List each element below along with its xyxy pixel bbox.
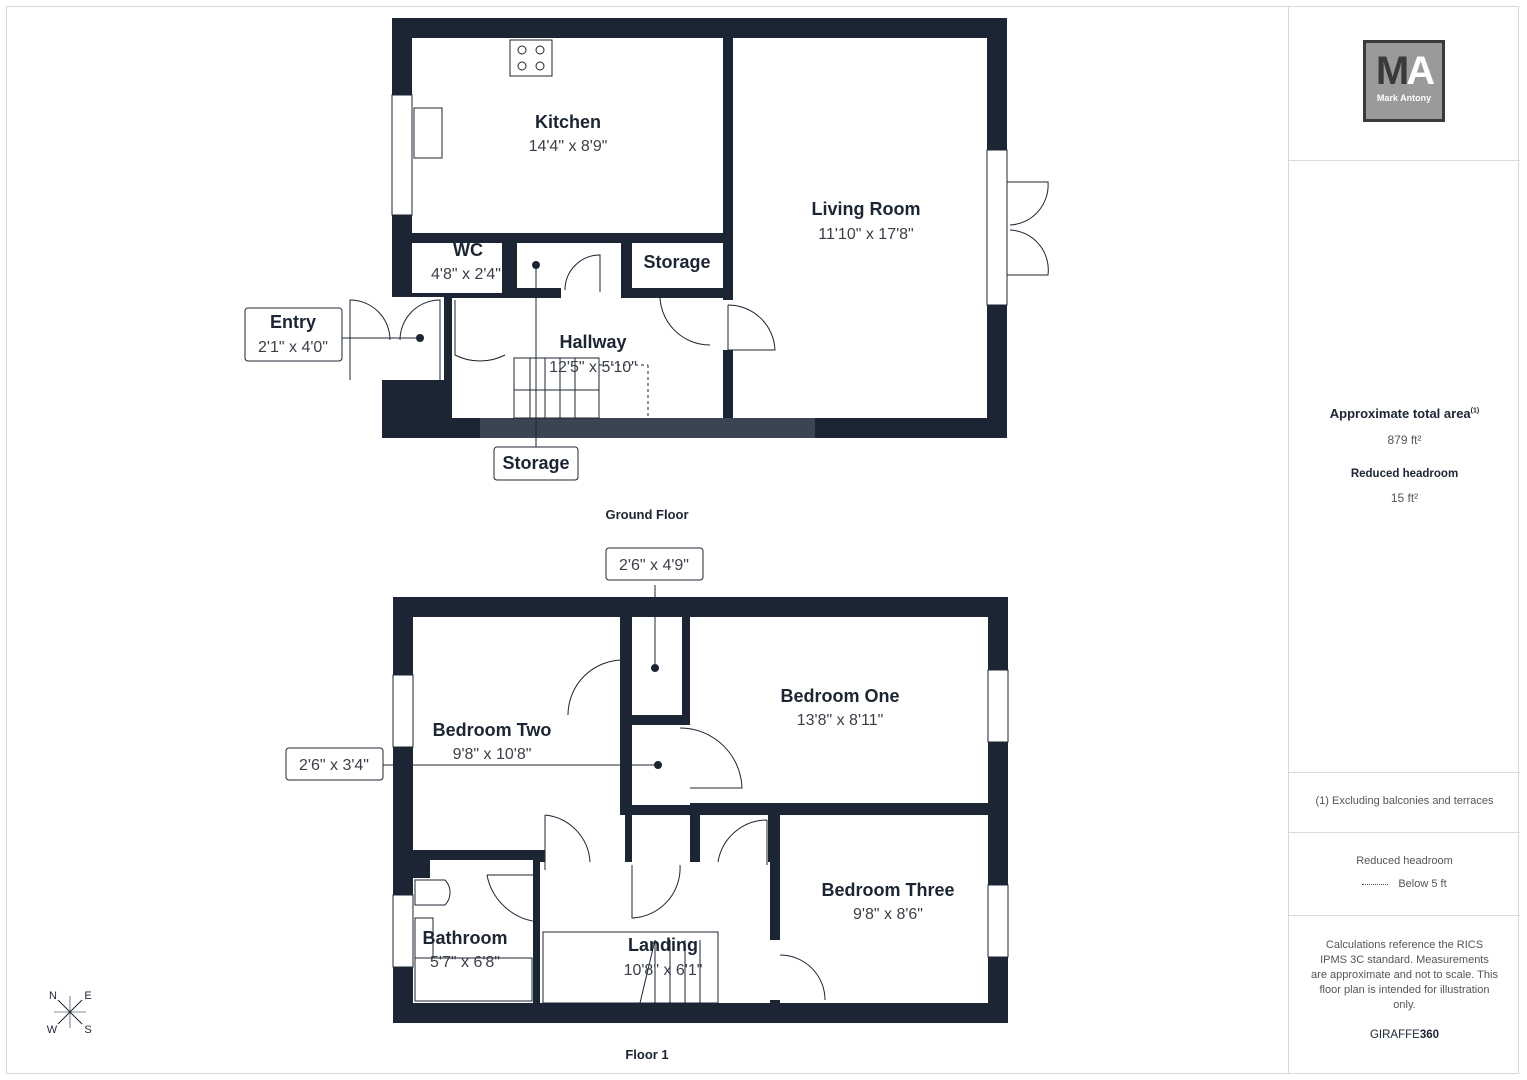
door-swing — [659, 291, 711, 346]
window — [391, 94, 413, 216]
bedroom-one-area — [690, 617, 988, 803]
room-dims-landing: 10'8" x 6'1" — [624, 962, 703, 979]
room-dims-bedroom-three: 9'8" x 8'6" — [853, 906, 923, 923]
cupboard-callout — [285, 747, 384, 781]
room-dims-wc: 4'8" x 2'4" — [431, 266, 501, 283]
room-name-wc: WC — [453, 240, 483, 260]
doorway — [561, 243, 621, 303]
divider — [1289, 832, 1520, 833]
toilet-icon — [414, 879, 451, 906]
door-swing — [779, 954, 826, 1001]
room-name-storage: Storage — [643, 252, 710, 272]
total-area-value: 879 ft² — [1387, 433, 1422, 447]
wc-area — [412, 243, 502, 293]
divider — [1289, 915, 1520, 916]
divider — [1289, 160, 1520, 161]
room-name-bedroom-two: Bedroom Two — [433, 720, 552, 740]
wall-block — [382, 380, 452, 438]
footnote: (1) Excluding balconies and terraces — [1315, 795, 1494, 807]
bath-icon — [414, 957, 533, 1002]
room-dims-hallway: 12'5" x 5'10" — [549, 359, 637, 376]
storage-callout — [493, 446, 579, 481]
credit: GIRAFFE360 — [1369, 1029, 1440, 1041]
kitchen-area — [412, 38, 723, 233]
floor-label-1: Floor 1 — [625, 1047, 668, 1062]
room-name-bedroom-three: Bedroom Three — [821, 880, 954, 900]
room-name-hallway: Hallway — [559, 332, 626, 352]
entry-callout — [244, 307, 343, 362]
cupboard-dims: 2'6" x 4'9" — [619, 557, 689, 574]
compass-south: S — [84, 1024, 91, 1036]
door-swing — [679, 727, 743, 789]
hob-icon — [509, 39, 553, 77]
info-panel: MA Mark Antony Approximate total area(1)… — [1288, 6, 1520, 1074]
window — [392, 894, 414, 968]
room-name-bathroom: Bathroom — [423, 928, 508, 948]
reduced-headroom-value: 15 ft² — [1390, 491, 1419, 505]
window — [987, 884, 1009, 958]
window — [987, 669, 1009, 743]
stairs-icon — [513, 357, 649, 419]
room-dims-kitchen: 14'4" x 8'9" — [529, 138, 608, 155]
disclaimer: Calculations reference the RICS IPMS 3C … — [1311, 939, 1498, 1011]
bedroom-two-area — [413, 617, 620, 850]
door-swing — [727, 304, 776, 351]
room-dims-entry: 2'1" x 4'0" — [258, 339, 328, 356]
compass-icon: N E W S — [47, 990, 92, 1036]
total-area-label: Approximate total area(1) — [1329, 406, 1480, 421]
window — [986, 149, 1008, 306]
door-swing — [454, 300, 506, 362]
sink-icon — [413, 107, 443, 159]
reduced-headroom-label: Reduced headroom — [1350, 468, 1459, 480]
legend-title: Reduced headroom — [1356, 855, 1453, 867]
room-name-kitchen: Kitchen — [535, 112, 601, 132]
cupboard-dims: 2'6" x 3'4" — [299, 757, 369, 774]
room-name-storage-under-stairs: Storage — [502, 453, 569, 473]
living-room-area — [733, 38, 987, 418]
floor-plan: Kitchen 14'4" x 8'9" Living Room 11'10" … — [47, 18, 1049, 1062]
door-swing — [567, 659, 624, 716]
page-frame — [6, 6, 1519, 1074]
room-name-entry: Entry — [270, 312, 316, 332]
door-swing — [486, 874, 541, 923]
compass-east: E — [84, 990, 91, 1002]
floor-1-plan: Bedroom One 13'8" x 8'11" Bedroom Two 9'… — [285, 547, 1009, 1062]
floor-label-ground: Ground Floor — [605, 507, 688, 522]
brand-logo: MA Mark Antony — [1363, 40, 1445, 122]
window — [392, 674, 414, 748]
room-dims-living-room: 11'10" x 17'8" — [818, 226, 913, 243]
door-swing — [717, 819, 768, 865]
room-name-living-room: Living Room — [812, 199, 921, 219]
divider — [1289, 772, 1520, 773]
storage-area — [632, 243, 723, 288]
stairs-icon — [542, 931, 719, 1004]
room-dims-bedroom-two: 9'8" x 10'8" — [453, 746, 532, 763]
compass-west: W — [47, 1024, 58, 1036]
room-dims-bedroom-one: 13'8" x 8'11" — [797, 712, 884, 729]
patio-doors — [1007, 181, 1049, 276]
room-name-landing: Landing — [628, 935, 698, 955]
entry-doors — [349, 299, 441, 380]
storage-under-stairs — [480, 418, 815, 438]
door-swing — [564, 254, 601, 292]
room-name-bedroom-one: Bedroom One — [780, 686, 899, 706]
ground-floor-plan: Kitchen 14'4" x 8'9" Living Room 11'10" … — [244, 18, 1049, 522]
door-swing — [544, 814, 591, 870]
door-swing — [631, 864, 681, 919]
legend-item: Below 5 ft — [1289, 878, 1520, 890]
room-dims-bathroom: 5'7" x 6'8" — [430, 954, 500, 971]
cupboard-callout — [605, 547, 704, 581]
compass-north: N — [49, 990, 57, 1002]
